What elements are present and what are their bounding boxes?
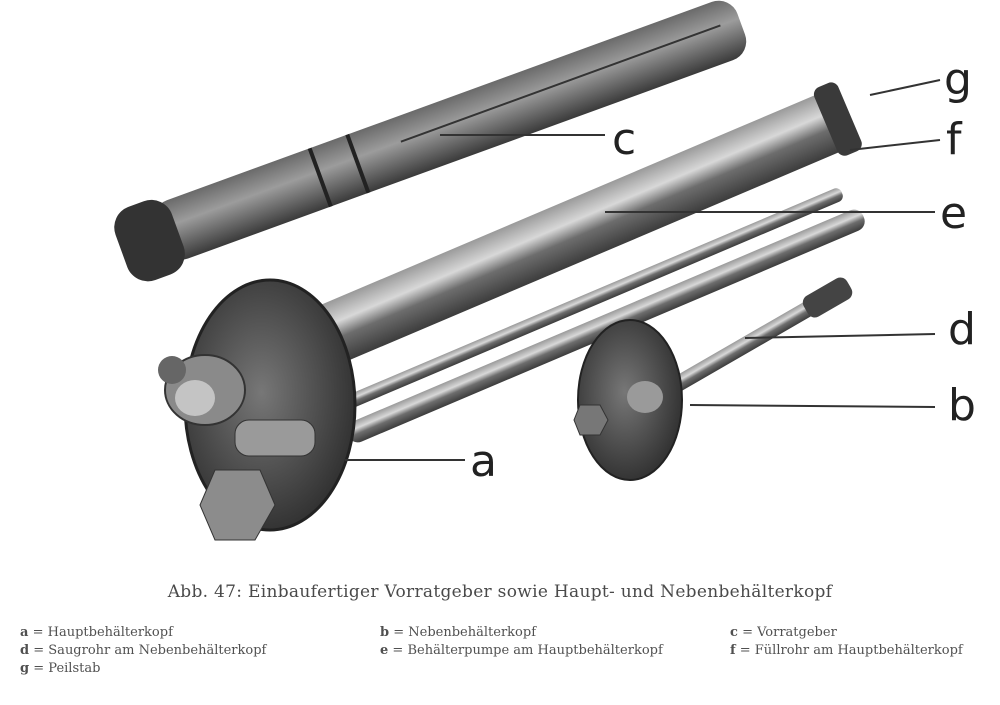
- legend-item-a: a = Hauptbehälterkopf: [20, 625, 173, 640]
- part-label-d: d: [948, 304, 976, 355]
- fuellrohr-f: [346, 209, 865, 443]
- hauptbehaelterkopf-a: [158, 278, 357, 541]
- vorratgeber-c: [114, 0, 747, 282]
- parts-drawing: [114, 0, 941, 541]
- nebenbehaelterkopf-b: [573, 277, 853, 481]
- leader-lines: [345, 79, 941, 461]
- legend-item-c: c = Vorratgeber: [730, 625, 837, 640]
- legend-item-g: g = Peilstab: [20, 661, 101, 676]
- part-label-g: g: [944, 54, 972, 105]
- part-label-e: e: [940, 188, 968, 239]
- legend-item-f: f = Füllrohr am Hauptbehälterkopf: [730, 643, 963, 658]
- part-label-b: b: [948, 380, 976, 431]
- legend-item-d: d = Saugrohr am Nebenbehälterkopf: [20, 643, 267, 658]
- behaelterpumpe-e: [303, 82, 862, 366]
- technical-illustration: c e f g a d b: [114, 0, 976, 541]
- part-label-c: c: [612, 114, 637, 165]
- legend-item-b: b = Nebenbehälterkopf: [380, 625, 537, 640]
- legend-item-e: e = Behälterpumpe am Hauptbehälterkopf: [380, 643, 663, 658]
- peilstab-g: [325, 188, 843, 417]
- figure-caption: Abb. 47: Einbaufertiger Vorratgeber sowi…: [167, 582, 833, 602]
- part-label-a: a: [470, 436, 497, 487]
- part-label-f: f: [946, 114, 962, 165]
